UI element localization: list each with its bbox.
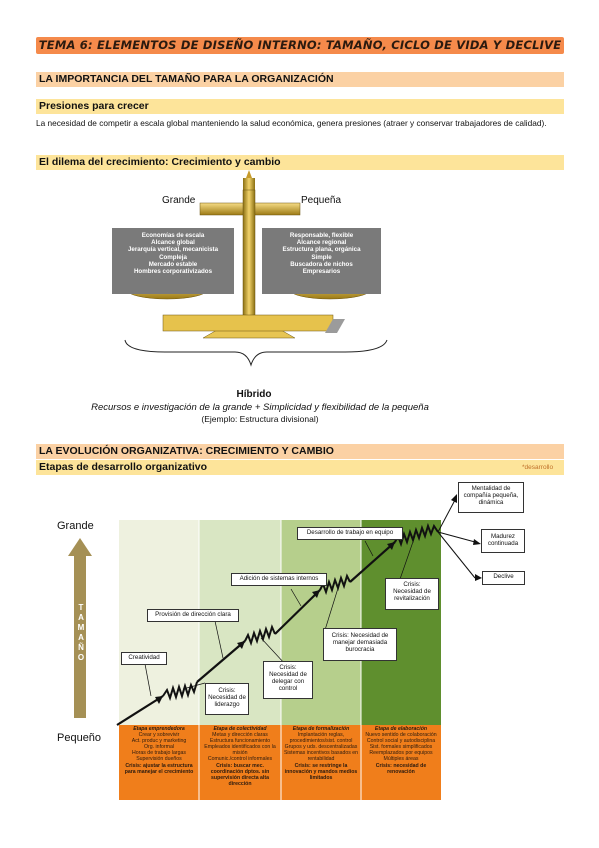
large-trait-3: Jerarquía vertical, mecanicista	[127, 246, 219, 254]
stage-2-line: Estructura funcionamiento	[209, 738, 271, 745]
crisis-leadership-box: Crisis: Necesidad de liderazgo	[205, 683, 249, 715]
pressures-paragraph: La necesidad de competir a escala global…	[36, 118, 547, 128]
small-org-traits-box: Responsable, flexible Alcance regional E…	[262, 228, 381, 294]
creativity-box: Creatividad	[121, 652, 167, 665]
stage-2-title: Etapa de colectividad	[213, 726, 267, 732]
teamwork-box: Desarrollo de trabajo en equipo	[297, 527, 403, 540]
balance-scale-figure: Grande Pequeña Economías de escala Alcan…	[105, 170, 465, 432]
crisis-bureaucracy-box: Crisis: Necesidad de manejar demasiada b…	[323, 628, 397, 661]
hybrid-description: Recursos e investigación de la grande + …	[91, 402, 429, 413]
stage-4-line: Múltiples áreas	[383, 756, 419, 763]
stage-1-line: Crear y sobrevivir	[138, 732, 180, 739]
large-trait-6: Hombres corporativizados	[133, 268, 213, 276]
stage-1-line: Act. produc y marketing	[131, 738, 187, 745]
stage-4-title: Etapa de elaboración	[374, 726, 428, 732]
crisis-delegation-box: Crisis: Necesidad de delegar con control	[263, 661, 313, 699]
stage-1-line: Org. informal	[144, 744, 174, 751]
section-title-evolution: LA EVOLUCIÓN ORGANIZATIVA: CRECIMIENTO Y…	[36, 444, 564, 459]
stage-entrepreneurial: Etapa emprendedora Crear y sobrevivir Ac…	[120, 726, 198, 775]
stage-2-line: Comunic./control informales	[207, 756, 273, 763]
subheading-pressures: Presiones para crecer	[36, 99, 564, 114]
size-axis-top-label: Grande	[57, 520, 94, 532]
stage-1-crisis: Crisis: ajustar la estructura para manej…	[124, 762, 194, 775]
small-trait-4: Simple	[311, 253, 332, 261]
internal-systems-box: Adición de sistemas internos	[231, 573, 327, 586]
decline-box: Declive	[482, 571, 525, 585]
stage-4-crisis: Crisis: necesidad de renovación	[375, 762, 427, 775]
small-company-mindset-box: Mentalidad de compañía pequeña, dinámica	[458, 482, 524, 513]
stage-2-line: Metas y dirección claras	[212, 732, 268, 739]
large-trait-5: Mercado estable	[148, 260, 198, 268]
small-trait-2: Alcance regional	[296, 239, 347, 247]
stage-1-line: Supervisión dueños	[136, 756, 182, 763]
small-trait-6: Empresarios	[302, 268, 341, 276]
stage-collectivity: Etapa de colectividad Metas y dirección …	[200, 726, 280, 787]
large-trait-1: Economías de escala	[141, 232, 205, 239]
development-stages-diagram: Grande Pequeño T A M A Ñ O Creatividad P…	[55, 478, 565, 808]
subheading-dilemma: El dilema del crecimiento: Crecimiento y…	[36, 155, 564, 170]
hybrid-example: (Ejemplo: Estructura divisional)	[201, 414, 319, 424]
stage-1-title: Etapa emprendedora	[133, 726, 185, 732]
size-axis-title: T A M A Ñ O	[77, 603, 85, 662]
stage-elaboration: Etapa de elaboración Nuevo sentido de co…	[362, 726, 440, 775]
stage-2-line: Empleados identificados con la misión	[204, 744, 276, 757]
stage-4-line: Reemplazados por equipos	[369, 750, 433, 757]
large-org-traits-box: Economías de escala Alcance global Jerar…	[112, 228, 234, 294]
crisis-revitalization-box: Crisis: Necesidad de revitalización	[385, 578, 439, 610]
large-trait-4: Compleja	[159, 253, 187, 261]
subheading-stages: Etapas de desarrollo organizativo	[36, 460, 564, 475]
small-trait-3: Estructura plana, orgánica	[282, 246, 361, 254]
stage-3-title: Etapa de formalización	[292, 726, 350, 732]
stage-4-line: Nuevo sentido de colaboración	[365, 732, 437, 739]
scale-left-label: Grande	[162, 195, 196, 206]
size-axis-bottom-label: Pequeño	[57, 732, 102, 744]
scale-right-label: Pequeña	[301, 195, 342, 206]
clear-direction-box: Provisión de dirección clara	[147, 609, 239, 622]
stage-3-line: Grupos y uds. descentralizadas	[284, 744, 358, 751]
stage-formalization: Etapa de formalización Implantación regl…	[282, 726, 360, 781]
topic-banner: TEMA 6: ELEMENTOS DE DISEÑO INTERNO: TAM…	[36, 37, 564, 54]
development-note: *desarrollo	[522, 464, 554, 471]
continued-maturity-box: Madurez continuada	[481, 529, 525, 553]
stage-2-crisis: Crisis: buscar mec. coordinación dptos. …	[210, 762, 270, 787]
stage-4-line: Control social y autodisciplina	[366, 738, 436, 745]
stage-3-line: Implantación reglas, procedimientos/sist…	[289, 732, 353, 745]
stage-3-line: Sistemas incentivos basados en rentabili…	[283, 750, 359, 763]
small-trait-5: Buscadora de nichos	[290, 260, 353, 268]
large-trait-2: Alcance global	[151, 239, 195, 247]
small-trait-1: Responsable, flexible	[289, 232, 354, 239]
hybrid-title: Híbrido	[236, 389, 272, 400]
stage-4-line: Sist. formales simplificados	[369, 744, 433, 751]
section-title-size: LA IMPORTANCIA DEL TAMAÑO PARA LA ORGANI…	[36, 72, 564, 87]
stage-1-line: Horas de trabajo largas	[132, 750, 186, 757]
stage-3-crisis: Crisis: se restringe la innovación y man…	[284, 762, 358, 781]
